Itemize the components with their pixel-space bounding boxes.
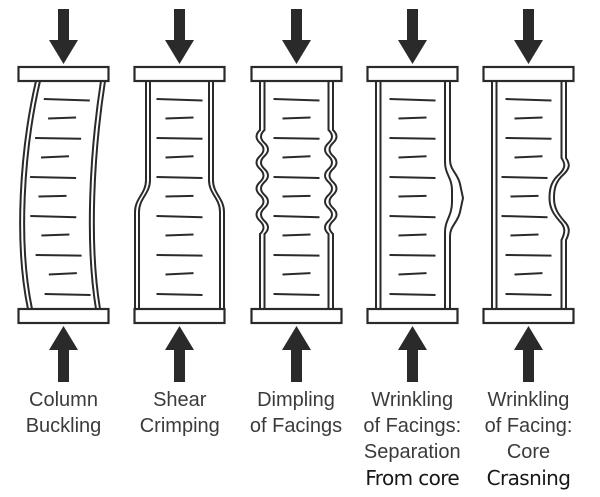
down-arrow-icon: [281, 9, 311, 64]
wrinkling-core-crushing-diagram: [482, 9, 575, 382]
bottom-cap: [133, 307, 226, 325]
down-arrow-icon: [165, 9, 195, 64]
panel-label: Dimpling of Facings: [250, 387, 342, 439]
panel-label: Shear Crimping: [140, 387, 220, 439]
panel-label: Column Buckling: [26, 387, 102, 439]
up-arrow-icon: [165, 326, 195, 382]
panel-label-line: Wrinkling: [371, 389, 454, 411]
panel-label-line: of Facings: [249, 415, 343, 437]
core-dashes: [156, 98, 203, 296]
facings: [255, 81, 337, 309]
panel-label-line: Crimping: [139, 415, 220, 437]
top-cap: [249, 65, 343, 83]
core-dashes: [501, 98, 552, 296]
core-dashes: [30, 98, 91, 296]
facings: [491, 81, 570, 309]
top-cap: [366, 65, 459, 83]
bottom-cap: [249, 307, 343, 325]
down-arrow-icon: [397, 9, 427, 64]
up-arrow-icon: [49, 326, 78, 382]
panel-dimpling-of-facings: Dimpling of Facings: [239, 0, 354, 491]
panel-label-line: Crasning: [486, 466, 571, 490]
bottom-cap: [366, 307, 459, 325]
down-arrow-icon: [49, 9, 78, 64]
bottom-cap: [482, 307, 575, 325]
panel-label-line: Wrinkling: [487, 389, 570, 411]
panel-wrinkling-core-crushing: Wrinkling of Facing: Core Crasning: [471, 0, 586, 491]
panel-shear-crimping: Shear Crimping: [122, 0, 237, 491]
core-dashes: [272, 98, 320, 296]
top-cap: [17, 65, 110, 83]
top-cap: [133, 65, 226, 83]
up-arrow-icon: [514, 326, 543, 382]
panel-label-line: Buckling: [25, 415, 102, 437]
panel-label-line: Core: [506, 441, 551, 463]
dimpling-of-facings-diagram: [249, 9, 343, 382]
panel-column-buckling: Column Buckling: [6, 0, 121, 491]
panel-wrinkling-separation: Wrinkling of Facings: Separation From co…: [355, 0, 470, 491]
panel-label-line: Separation: [363, 441, 461, 463]
panel-label-line: of Facing:: [484, 415, 573, 437]
panel-label: Wrinkling of Facings: Separation From co…: [363, 387, 461, 491]
panel-label-line: of Facings:: [363, 415, 462, 437]
panel-label: Wrinkling of Facing: Core Crasning: [485, 387, 573, 491]
shear-crimping-diagram: [133, 9, 226, 382]
up-arrow-icon: [397, 326, 427, 382]
wrinkling-separation-diagram: [366, 9, 464, 382]
facings: [374, 81, 464, 309]
panel-label-line: Column: [29, 389, 98, 411]
top-cap: [482, 65, 575, 83]
panel-label-line: Dimpling: [257, 389, 335, 411]
bottom-cap: [17, 307, 110, 325]
facings: [19, 80, 106, 310]
panel-label-line: Shear: [153, 389, 207, 411]
column-buckling-diagram: [17, 9, 110, 382]
up-arrow-icon: [281, 326, 311, 382]
down-arrow-icon: [514, 9, 543, 64]
core-dashes: [389, 98, 436, 296]
panel-label-line: From core: [365, 466, 460, 490]
facings: [134, 81, 226, 309]
